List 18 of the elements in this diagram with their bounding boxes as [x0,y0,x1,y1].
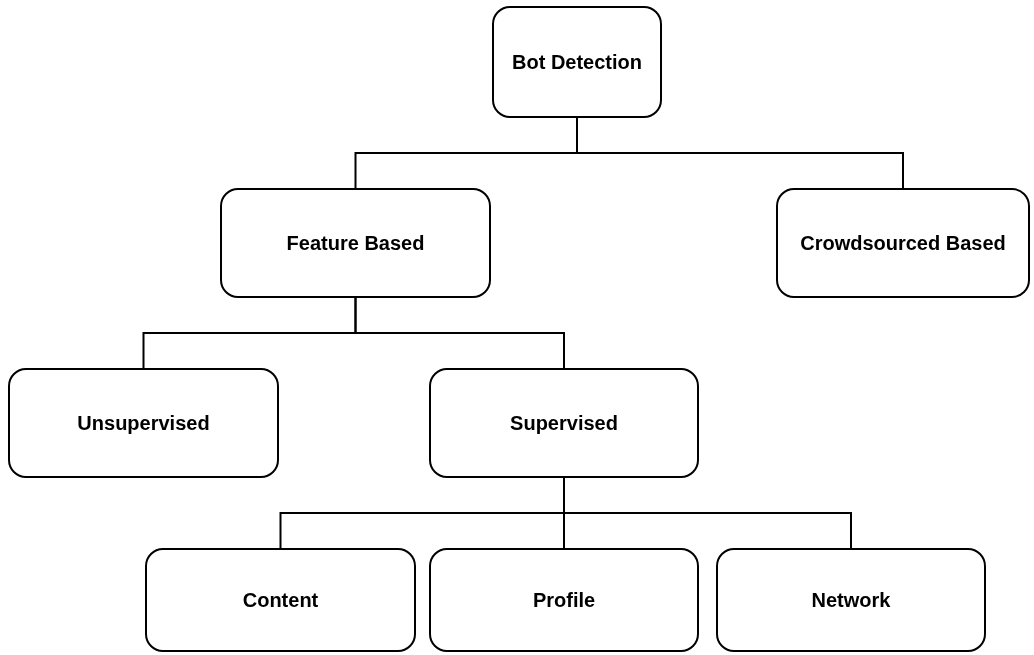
connector-line [354,297,565,369]
rounded-box [220,188,491,298]
node-label: Feature Based [286,230,425,256]
node-label: Unsupervised [77,410,210,436]
rounded-box [429,368,699,478]
rounded-box [492,6,662,118]
node-label: Supervised [510,410,618,436]
node-label: Network [811,587,891,613]
rounded-box [716,548,986,652]
rounded-box [145,548,416,652]
rounded-box [429,548,699,652]
node-label: Content [242,587,319,613]
node-label: Profile [532,587,596,613]
node-label: Bot Detection [512,49,642,75]
node-label: Crowdsourced Based [800,230,1006,256]
rounded-box [776,188,1030,298]
rounded-box [8,368,279,478]
connector-line [563,477,852,549]
